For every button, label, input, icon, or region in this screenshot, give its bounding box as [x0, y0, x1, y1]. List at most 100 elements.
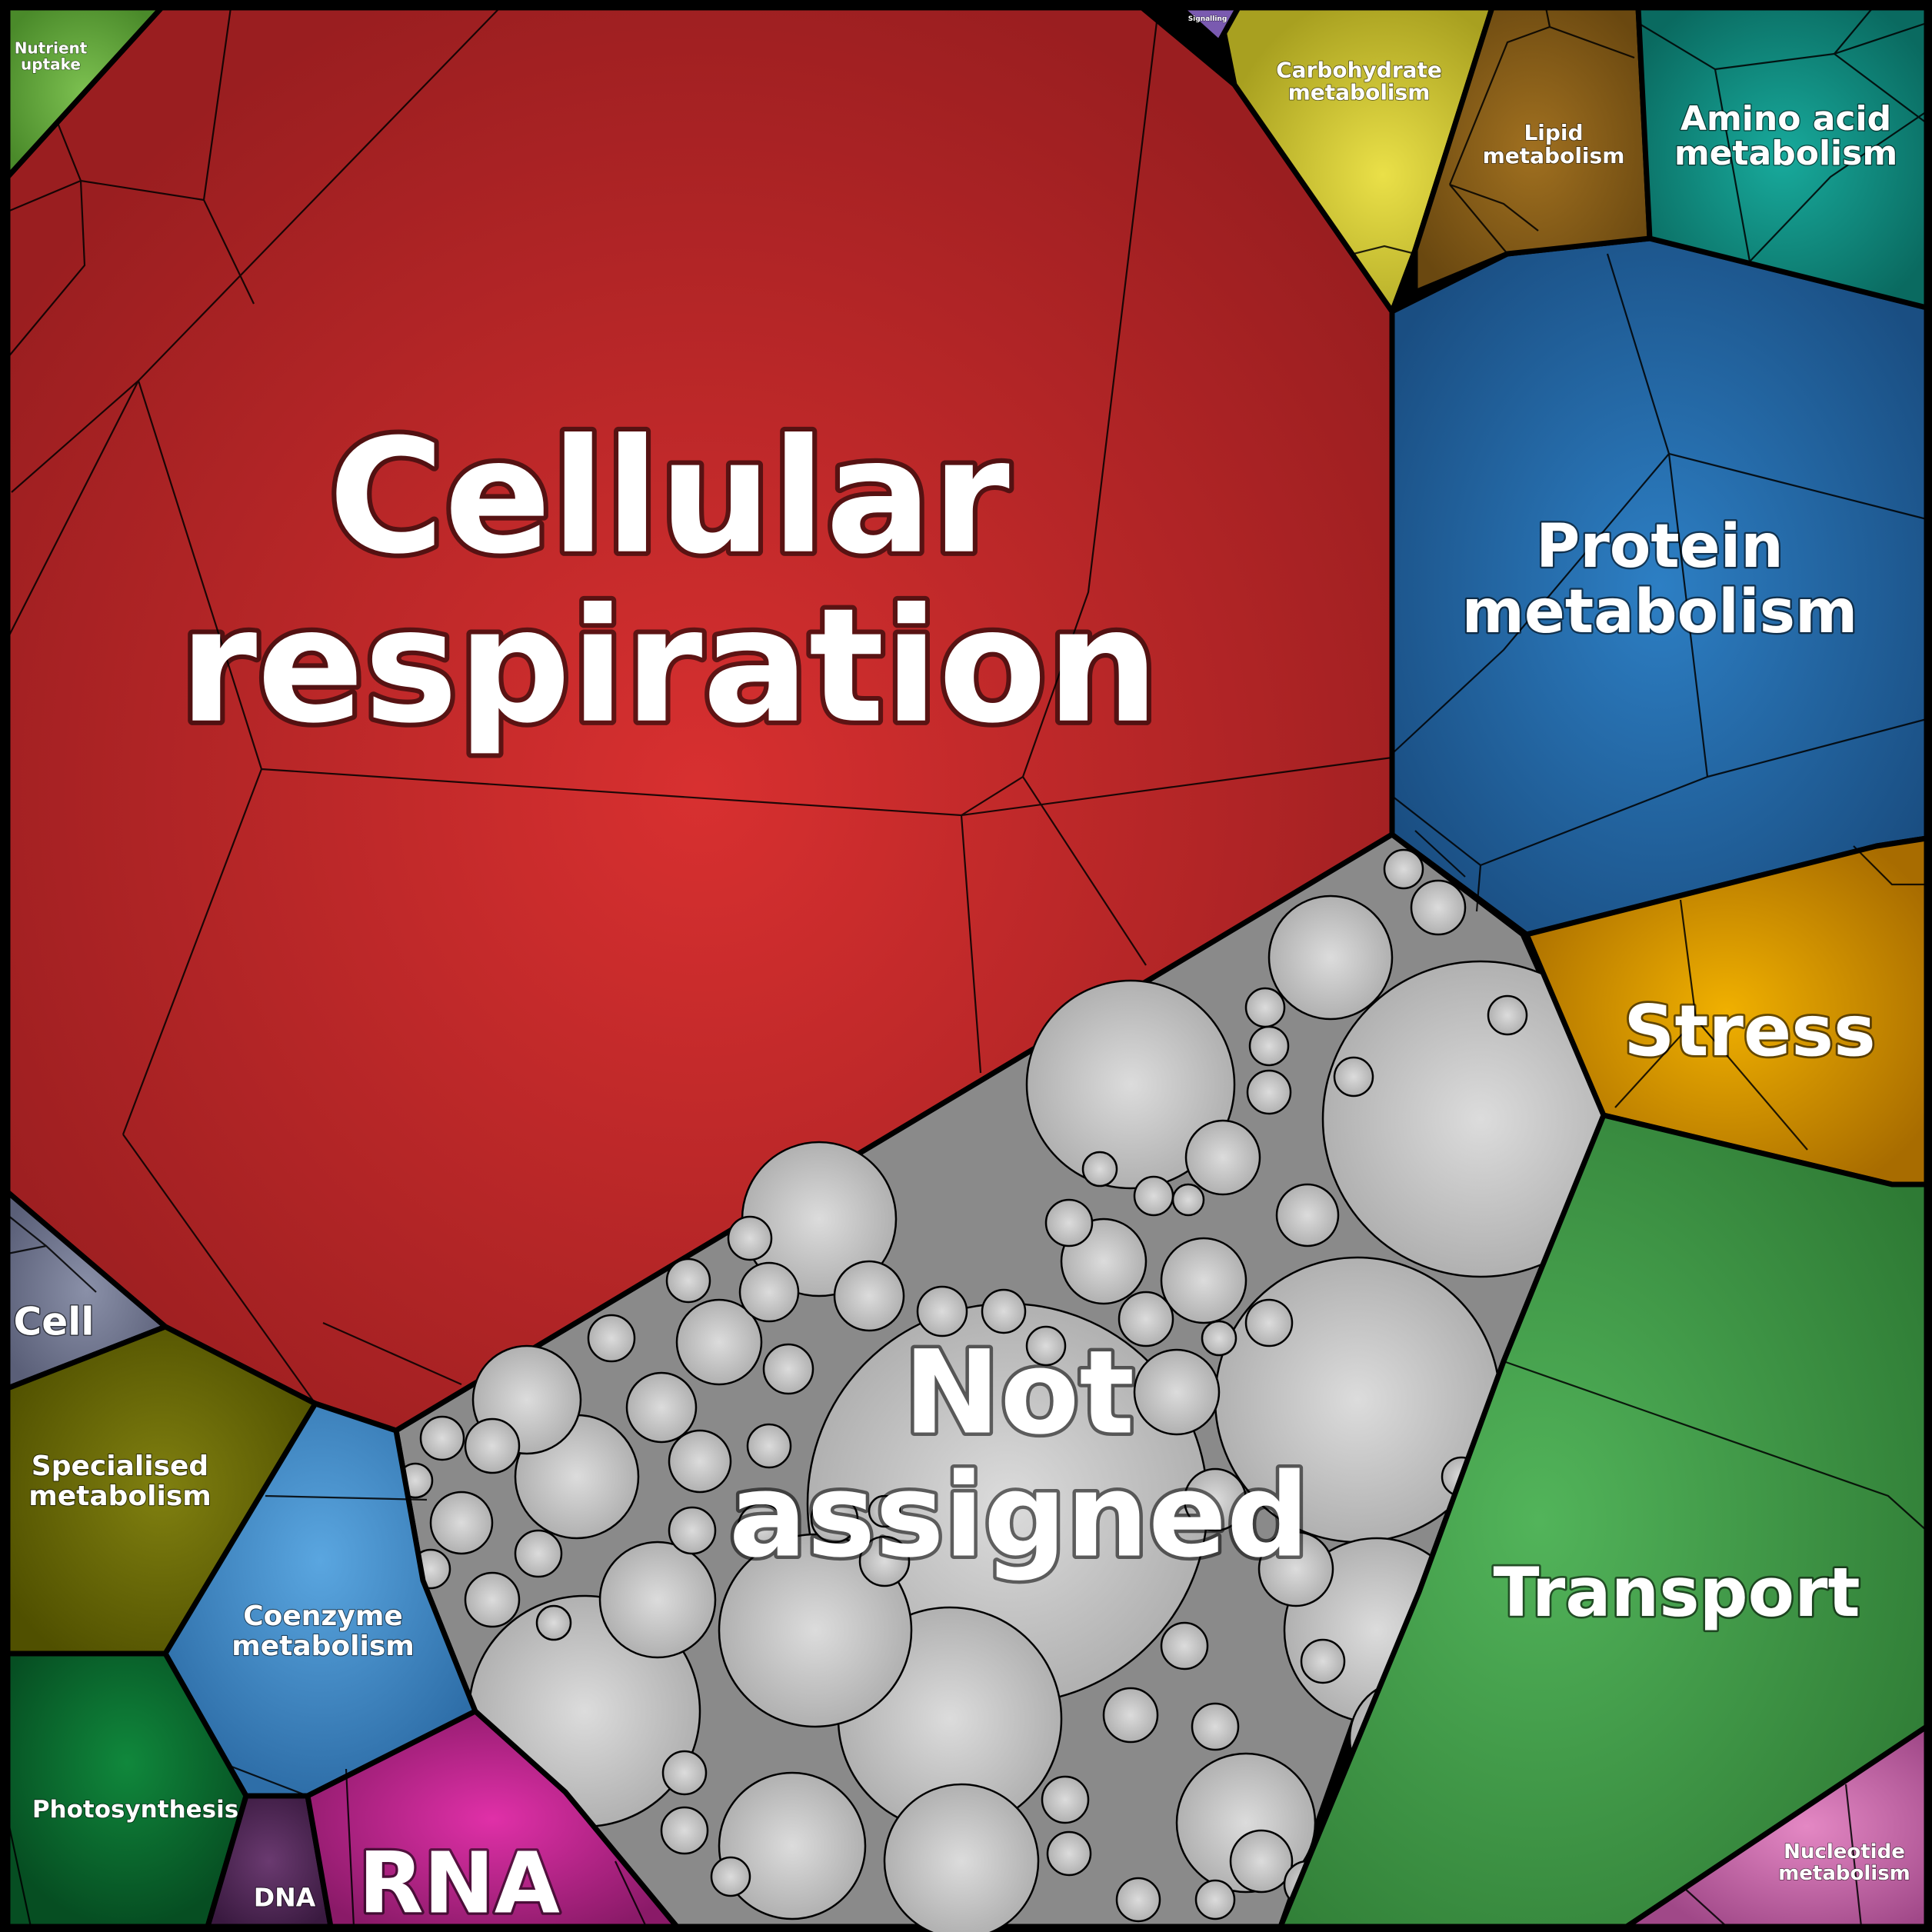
cell-nucleotide-metabolism: [1624, 1724, 1930, 1930]
cellular-respiration-label-line-1: Cellular: [328, 406, 1010, 589]
not-assigned-subcell: [665, 1257, 711, 1304]
not-assigned-subcell: [833, 1260, 905, 1332]
not-assigned-subcell: [718, 1533, 913, 1728]
carbohydrate-metabolism-label-line-2: metabolism: [1288, 79, 1431, 105]
not-assigned-subcell: [1171, 1183, 1205, 1217]
not-assigned-subcell: [1257, 1531, 1334, 1607]
not-assigned-subcell: [1102, 1687, 1159, 1744]
not-assigned-label-line-2: assigned: [729, 1450, 1309, 1584]
not-assigned-subcell: [1160, 1621, 1209, 1671]
cellular-respiration-label-line-2: respiration: [179, 575, 1159, 758]
protein-metabolism-label-line-2: metabolism: [1462, 578, 1858, 647]
not-assigned-subcell: [1118, 1291, 1174, 1347]
not-assigned-subcell: [1115, 1877, 1161, 1923]
not-assigned-subcell: [1041, 1775, 1090, 1824]
not-assigned-subcell: [1194, 1879, 1236, 1920]
not-assigned-subcell: [514, 1529, 563, 1578]
not-assigned-subcell: [1044, 1198, 1094, 1247]
cell-label-line-1: Cell: [14, 1300, 95, 1344]
cell-not-assigned: [393, 823, 1640, 1932]
not-assigned-bubbles: [397, 823, 1640, 1932]
not-assigned-subcell: [1229, 1829, 1294, 1894]
amino-acid-metabolism-label-line-1: Amino acid: [1681, 99, 1891, 138]
not-assigned-subcell: [1244, 1298, 1294, 1347]
not-assigned-subcell: [419, 1415, 465, 1461]
not-assigned-subcell: [1410, 879, 1467, 936]
not-assigned-subcell: [1160, 1237, 1247, 1324]
not-assigned-subcell: [1267, 894, 1394, 1021]
cell-carbohydrate-metabolism: [1216, 5, 1495, 315]
not-assigned-subcell: [661, 1750, 708, 1796]
not-assigned-subcell: [1025, 979, 1236, 1190]
not-assigned-subcell: [668, 1506, 717, 1555]
not-assigned-subcell: [1246, 1069, 1292, 1115]
amino-acid-metabolism-label-line-2: metabolism: [1674, 134, 1897, 173]
not-assigned-subcell: [660, 1806, 709, 1855]
carbohydrate-metabolism-label-line-1: Carbohydrate: [1276, 57, 1442, 82]
not-assigned-subcell: [598, 1541, 717, 1659]
not-assigned-subcell: [1383, 848, 1424, 890]
nutrient-uptake-label-line-2: uptake: [21, 55, 81, 74]
not-assigned-subcell: [810, 1494, 859, 1544]
not-assigned-subcell: [883, 1783, 1040, 1932]
cell-nutrient-uptake: [5, 5, 165, 180]
lipid-metabolism-label-line-2: metabolism: [1483, 143, 1625, 168]
not-assigned-subcell: [1487, 994, 1528, 1036]
cell-rna: [305, 1708, 680, 1930]
not-assigned-subcell: [1300, 1638, 1346, 1684]
not-assigned-subcell: [1201, 1320, 1237, 1357]
not-assigned-subcell: [737, 1502, 786, 1551]
not-assigned-subcell: [587, 1314, 636, 1363]
not-assigned-subcell: [858, 1535, 911, 1587]
not-assigned-subcell: [1046, 1830, 1092, 1877]
coenzyme-metabolism-label-line-2: metabolism: [232, 1631, 415, 1662]
not-assigned-subcell: [1275, 1183, 1340, 1247]
not-assigned-subcell: [675, 1298, 763, 1386]
not-assigned-subcell: [738, 1261, 800, 1323]
transport-label-line-1: Transport: [1493, 1553, 1860, 1632]
not-assigned-subcell: [429, 1491, 494, 1555]
not-assigned-subcell: [727, 1215, 773, 1261]
not-assigned-subcell: [535, 1604, 572, 1641]
not-assigned-subcell: [464, 1571, 521, 1628]
not-assigned-subcell: [710, 1856, 751, 1897]
nutrient-uptake-label-line-1: Nutrient: [15, 39, 88, 58]
lipid-metabolism-label-line-1: Lipid: [1524, 120, 1583, 145]
not-assigned-subcell: [1183, 1467, 1247, 1532]
stress-label-line-1: Stress: [1624, 990, 1876, 1072]
not-assigned-subcell: [916, 1285, 968, 1337]
not-assigned-subcell: [1133, 1175, 1174, 1217]
not-assigned-subcell: [718, 1771, 867, 1920]
nucleotide-metabolism-label-line-2: metabolism: [1778, 1862, 1910, 1885]
not-assigned-subcell: [981, 1288, 1027, 1334]
not-assigned-subcell: [1333, 1056, 1374, 1098]
specialised-metabolism-label-line-2: metabolism: [28, 1481, 212, 1512]
signalling-label-line-1: Signalling: [1188, 15, 1227, 23]
not-assigned-subcell: [868, 1494, 901, 1528]
coenzyme-metabolism-label-line-1: Coenzyme: [243, 1601, 403, 1632]
not-assigned-subcell: [668, 1429, 732, 1494]
not-assigned-subcell: [625, 1371, 698, 1444]
photosynthesis-label-line-1: Photosynthesis: [32, 1796, 238, 1824]
not-assigned-subcell: [464, 1417, 521, 1474]
not-assigned-label-line-1: Not: [904, 1327, 1134, 1461]
cell-amino-acid-metabolism: [1635, 5, 1930, 311]
not-assigned-subcell: [1191, 1702, 1240, 1751]
labels: CellularrespirationNotassignedProteinmet…: [12, 15, 1911, 1932]
not-assigned-subcell: [1184, 1119, 1261, 1196]
not-assigned-subcell: [746, 1423, 792, 1469]
dna-label-line-1: DNA: [254, 1883, 316, 1913]
rna-label-line-1: RNA: [358, 1834, 560, 1932]
specialised-metabolism-label-line-1: Specialised: [32, 1451, 208, 1482]
not-assigned-subcell: [762, 1343, 814, 1395]
protein-metabolism-label-line-1: Protein: [1536, 512, 1784, 581]
not-assigned-subcell: [1133, 1348, 1221, 1436]
not-assigned-subcell: [1081, 1151, 1118, 1188]
not-assigned-subcell: [1025, 1325, 1067, 1367]
not-assigned-subcell: [1244, 987, 1286, 1028]
cell-signalling: [1178, 5, 1241, 45]
not-assigned-subcell: [1248, 1025, 1290, 1067]
nucleotide-metabolism-label-line-1: Nucleotide: [1784, 1840, 1905, 1864]
